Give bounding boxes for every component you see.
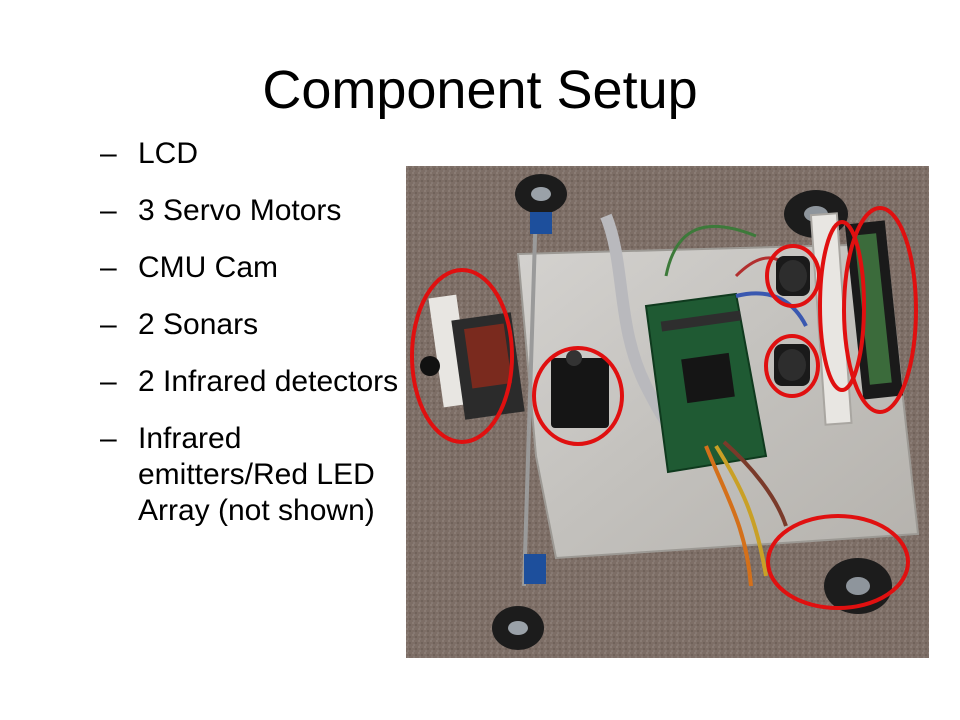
bullet-text: 3 Servo Motors	[138, 194, 342, 227]
bullet-item: –LCD	[100, 136, 400, 172]
annotation-circle-lcd	[842, 206, 918, 414]
bullet-text: CMU Cam	[138, 251, 278, 284]
bullet-item: –2 Infrared detectors	[100, 364, 400, 400]
robot-photo	[406, 166, 929, 658]
annotation-circle-sonar-top	[765, 244, 821, 308]
bullet-text: Infrared emitters/Red LED Array (not sho…	[138, 422, 375, 527]
sonar-bottom	[774, 344, 810, 386]
cmu-cam	[420, 294, 525, 420]
sonar-top	[776, 256, 810, 296]
bullet-dash: –	[100, 308, 117, 341]
annotation-circle-sonar-bottom	[764, 334, 820, 398]
wheel-front-bottom	[492, 554, 546, 650]
microcontroller-board	[644, 292, 768, 474]
bullet-list: –LCD –3 Servo Motors –CMU Cam –2 Sonars …	[100, 136, 400, 550]
bullet-text: LCD	[138, 137, 199, 170]
bullet-item: –Infrared emitters/Red LED Array (not sh…	[100, 421, 400, 529]
bullet-item: –3 Servo Motors	[100, 193, 400, 229]
bullet-dash: –	[100, 422, 117, 455]
bullet-dash: –	[100, 365, 117, 398]
bullet-text: 2 Sonars	[138, 308, 259, 341]
page-title: Component Setup	[262, 60, 698, 120]
bullet-dash: –	[100, 251, 117, 284]
wire-bundle	[704, 445, 753, 587]
annotation-circle-cmu-cam	[410, 268, 514, 444]
annotation-circle-infrared	[818, 220, 866, 392]
annotation-circle-wheel	[766, 514, 910, 610]
annotation-circles	[410, 206, 918, 610]
bullet-item: –2 Sonars	[100, 307, 400, 343]
bullet-dash: –	[100, 194, 117, 227]
bullet-text: 2 Infrared detectors	[138, 365, 399, 398]
servo-motor	[551, 350, 609, 428]
annotation-circle-servo	[532, 346, 624, 446]
wheel-front-top	[515, 174, 567, 234]
axle-rod	[522, 205, 538, 587]
bullet-item: –CMU Cam	[100, 250, 400, 286]
bullet-dash: –	[100, 137, 117, 170]
